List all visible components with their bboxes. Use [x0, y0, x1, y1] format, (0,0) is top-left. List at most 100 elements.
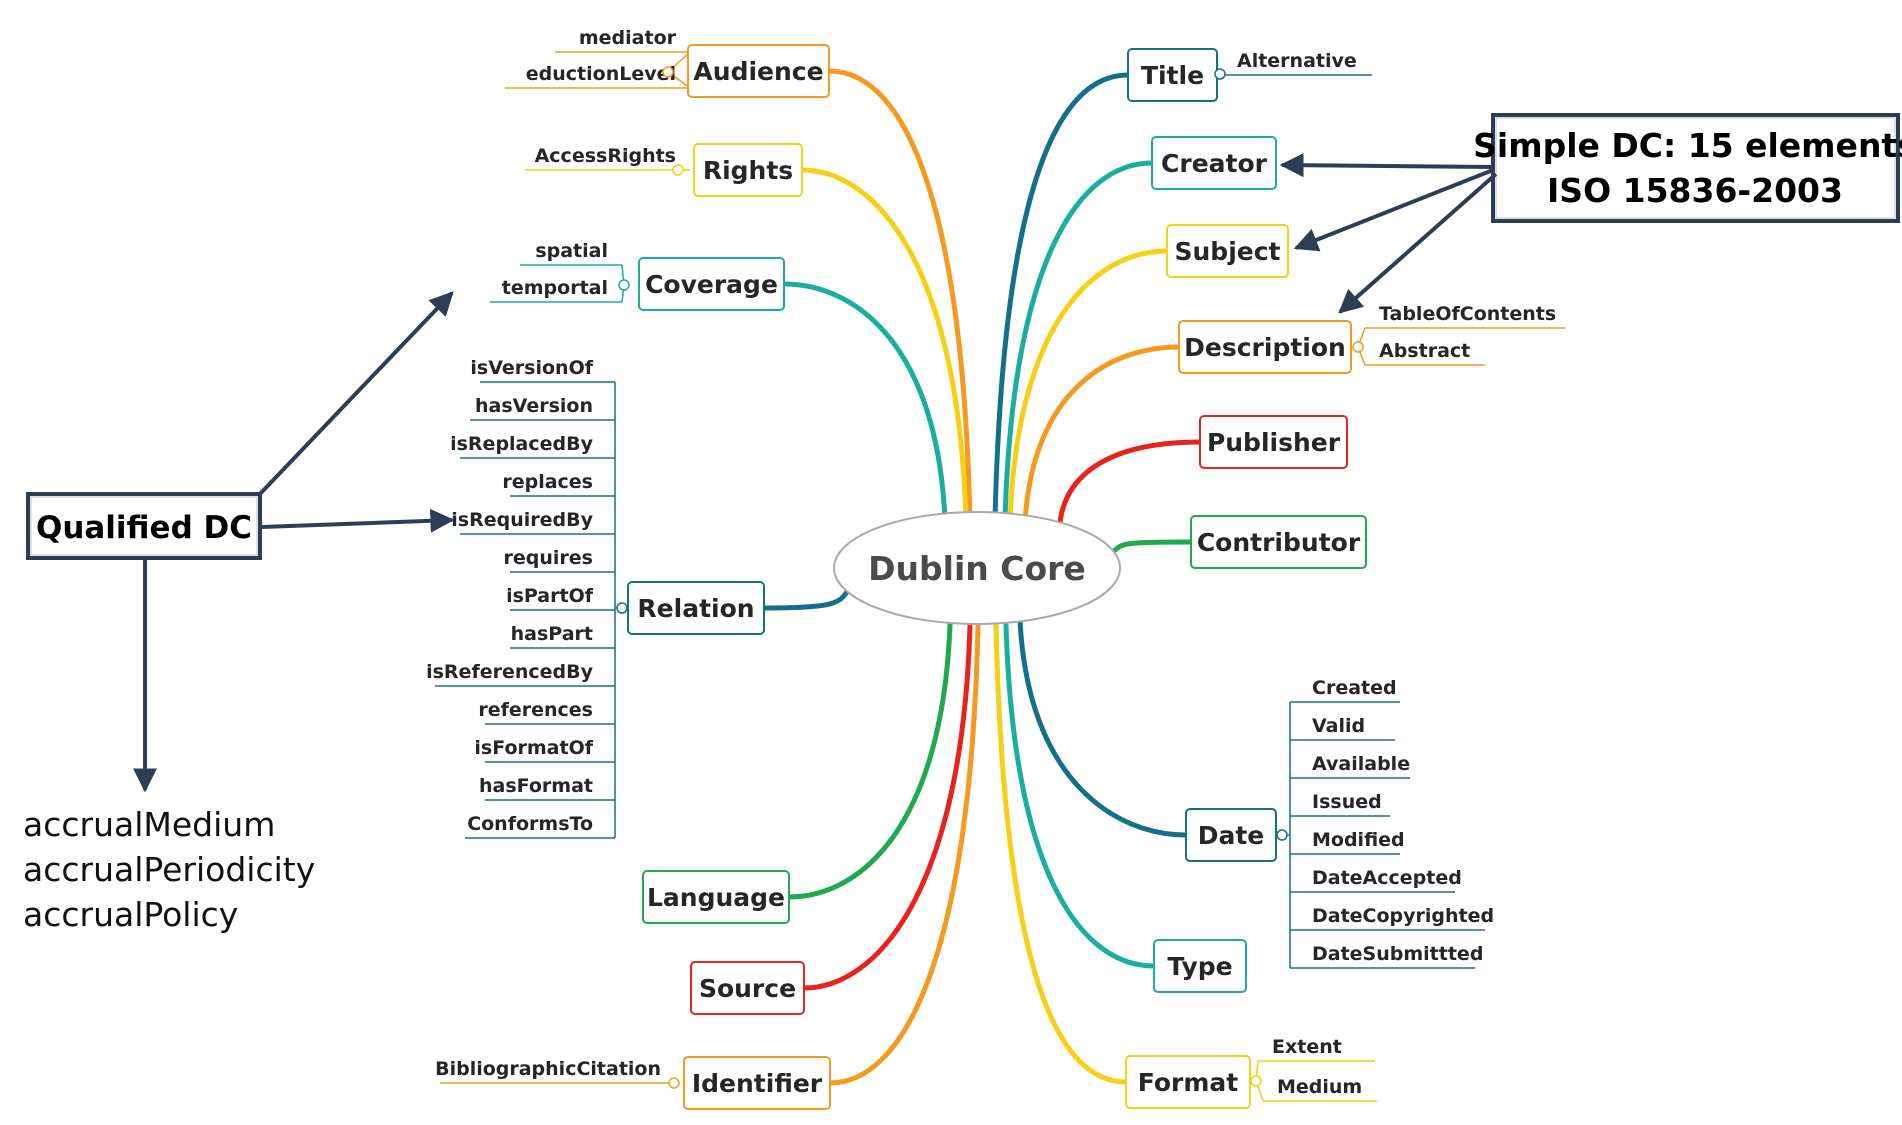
leaf-label-abstract: Abstract [1379, 340, 1470, 362]
node-relation[interactable]: Relation [627, 581, 765, 635]
node-publisher[interactable]: Publisher [1199, 415, 1348, 469]
node-box-type [1153, 939, 1247, 993]
leaf-requires[interactable]: requires [504, 547, 615, 573]
branch-connector-source [801, 622, 973, 991]
node-subject[interactable]: Subject [1166, 224, 1289, 278]
branch-connector-title [992, 72, 1131, 523]
leaf-created[interactable]: Created [1290, 677, 1400, 703]
leaf-label-created: Created [1312, 677, 1397, 699]
leaf-mediator[interactable]: mediator [555, 27, 691, 73]
leaf-dateaccepted[interactable]: DateAccepted [1290, 867, 1462, 893]
arrow-to-description [1338, 172, 1498, 314]
leaf-label-references: references [478, 699, 593, 721]
leaf-hasformat[interactable]: hasFormat [479, 775, 615, 801]
collapse-toggle-icon[interactable] [1250, 1075, 1262, 1087]
node-label-source: Source [699, 974, 796, 1003]
node-label-language: Language [647, 883, 785, 912]
leaf-modified[interactable]: Modified [1290, 829, 1405, 855]
collapse-toggle-icon[interactable] [662, 66, 674, 78]
node-box-format [1125, 1055, 1251, 1109]
collapse-toggle-icon[interactable] [616, 602, 628, 614]
node-audience[interactable]: Audience [687, 44, 830, 98]
leaf-abstract[interactable]: Abstract [1357, 340, 1485, 366]
leaf-label-temportal: temportal [502, 277, 608, 299]
leaf-medium[interactable]: Medium [1255, 1076, 1377, 1102]
leaf-label-isreferencedby: isReferencedBy [426, 661, 594, 683]
node-source[interactable]: Source [690, 961, 805, 1015]
leaf-label-tableofcontents: TableOfContents [1379, 303, 1556, 325]
node-date[interactable]: Date [1185, 808, 1277, 862]
qualified-dc-title: Qualified DC [36, 510, 252, 546]
collapse-toggle-icon[interactable] [1276, 829, 1288, 841]
collapse-toggle-icon[interactable] [1352, 341, 1364, 353]
leaf-datecopyrighted[interactable]: DateCopyrighted [1290, 905, 1494, 931]
leaf-accessrights[interactable]: AccessRights [525, 145, 690, 171]
branch-connector-audience [826, 68, 973, 523]
leaf-datesubmittted[interactable]: DateSubmittted [1290, 943, 1483, 969]
node-label-publisher: Publisher [1207, 428, 1341, 457]
node-format[interactable]: Format [1125, 1055, 1251, 1109]
accrual-accrualperiodicity: accrualPeriodicity [23, 850, 315, 889]
leaf-extent[interactable]: Extent [1255, 1036, 1375, 1082]
node-box-description [1178, 320, 1352, 374]
node-contributor[interactable]: Contributor [1190, 515, 1367, 569]
leaf-eductionlevel[interactable]: eductionLevel [505, 63, 691, 89]
node-creator[interactable]: Creator [1151, 136, 1277, 190]
node-label-contributor: Contributor [1197, 528, 1361, 557]
leaf-label-extent: Extent [1272, 1036, 1342, 1058]
node-rights[interactable]: Rights [693, 143, 803, 197]
node-language[interactable]: Language [642, 870, 790, 924]
leaf-label-alternative: Alternative [1237, 50, 1357, 72]
leaf-isreferencedby[interactable]: isReferencedBy [426, 661, 615, 687]
branch-connector-type [1003, 622, 1157, 969]
node-label-identifier: Identifier [692, 1069, 823, 1098]
leaf-ispartof[interactable]: isPartOf [506, 585, 615, 611]
node-box-coverage [638, 257, 785, 311]
leaf-isformatof[interactable]: isFormatOf [474, 737, 615, 763]
node-label-relation: Relation [637, 594, 754, 623]
qualified-dc-inner-frame [30, 496, 258, 556]
node-title[interactable]: Title [1127, 48, 1218, 102]
branch-connector-language [786, 622, 953, 900]
leaf-isrequiredby[interactable]: isRequiredBy [451, 509, 615, 535]
leaf-issued[interactable]: Issued [1290, 791, 1390, 817]
leaf-label-datesubmittted: DateSubmittted [1312, 943, 1483, 965]
node-type[interactable]: Type [1153, 939, 1247, 993]
collapse-toggle-icon[interactable] [1214, 68, 1226, 80]
leaf-references[interactable]: references [478, 699, 615, 725]
collapse-toggle-icon[interactable] [668, 1077, 680, 1089]
center-node[interactable]: Dublin Core [833, 511, 1121, 625]
node-box-contributor [1190, 515, 1367, 569]
leaf-hasversion[interactable]: hasVersion [470, 395, 615, 421]
leaf-temportal[interactable]: temportal [490, 277, 625, 303]
arrow-to-coverage [256, 291, 454, 498]
leaf-bibliographiccitation[interactable]: BibliographicCitation [435, 1058, 675, 1084]
leaf-haspart[interactable]: hasPart [510, 623, 615, 649]
node-identifier[interactable]: Identifier [683, 1056, 831, 1110]
leaf-available[interactable]: Available [1290, 753, 1410, 779]
node-box-source [690, 961, 805, 1015]
simple-dc-line-1: Simple DC: 15 elements [1473, 126, 1902, 165]
leaf-label-medium: Medium [1277, 1076, 1362, 1098]
leaf-isversionof[interactable]: isVersionOf [470, 357, 615, 383]
branch-connector-subject [1007, 248, 1170, 523]
center-label: Dublin Core [868, 549, 1086, 588]
node-box-subject [1166, 224, 1289, 278]
collapse-toggle-icon[interactable] [672, 164, 684, 176]
leaf-label-eductionlevel: eductionLevel [526, 63, 676, 85]
leaf-replaces[interactable]: replaces [502, 471, 615, 497]
branch-connector-date [1017, 617, 1189, 838]
leaf-valid[interactable]: Valid [1290, 715, 1395, 741]
leaf-label-mediator: mediator [579, 27, 677, 49]
leaf-alternative[interactable]: Alternative [1219, 50, 1372, 76]
node-box-relation [627, 581, 765, 635]
node-description[interactable]: Description [1178, 320, 1352, 374]
accrual-accrualpolicy: accrualPolicy [23, 895, 238, 934]
node-box-language [642, 870, 790, 924]
collapse-toggle-icon[interactable] [618, 279, 630, 291]
leaf-isreplacedby[interactable]: isReplacedBy [450, 433, 615, 459]
arrow-to-creator [1279, 153, 1494, 178]
node-coverage[interactable]: Coverage [638, 257, 785, 311]
leaf-conformsto[interactable]: ConformsTo [465, 813, 615, 839]
leaf-label-available: Available [1312, 753, 1410, 775]
